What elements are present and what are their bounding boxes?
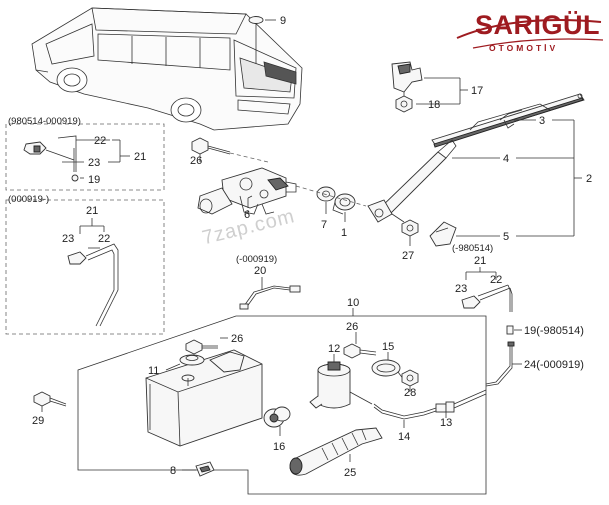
part-17-washer-nozzle <box>391 61 423 98</box>
brand-name: SARIGÜL <box>475 10 600 40</box>
part-1-bushing <box>332 193 356 215</box>
washer-reservoir-assembly-outline: 10 <box>77 297 487 495</box>
callout-27: 27 <box>402 250 414 262</box>
callout-3: 3 <box>539 115 545 127</box>
van-illustration <box>31 7 303 131</box>
part-8-clip <box>195 461 215 477</box>
callout-13: 13 <box>440 417 452 429</box>
inset1-callout-19: 19 <box>88 174 100 186</box>
part-9-grommet: 9 <box>248 15 286 64</box>
part-26-tank-bolt <box>185 337 228 355</box>
inset2-callout-23: 23 <box>62 233 74 245</box>
callout-29: 29 <box>32 415 44 427</box>
callout-26-pump: 26 <box>346 321 358 333</box>
part20-code: (-000919) <box>236 254 277 265</box>
inset1-callout-21: 21 <box>134 151 146 163</box>
part-4-wiper-arm <box>367 139 457 223</box>
callout-2: 2 <box>586 173 592 185</box>
callout-5: 5 <box>503 231 509 243</box>
callout-20: 20 <box>254 265 266 277</box>
callout-8: 8 <box>170 465 176 477</box>
callout-15: 15 <box>382 341 394 353</box>
right-callout-23: 23 <box>455 283 467 295</box>
callout-7: 7 <box>321 219 327 231</box>
callout-28: 28 <box>404 387 416 399</box>
right-callout-19: 19(-980514) <box>524 325 584 337</box>
part-18-nozzle-nut <box>395 95 413 113</box>
callout-16: 16 <box>273 441 285 453</box>
part-6-wiper-motor <box>197 167 297 215</box>
part-20-hose: (-000919) 20 <box>236 254 301 310</box>
part-27-nut <box>401 219 419 237</box>
inset2-code: (000919-) <box>8 194 49 205</box>
part-26-pump-bolt <box>343 343 377 359</box>
part-26-motor-bolt <box>191 137 231 155</box>
inset2-callout-21: 21 <box>86 205 98 217</box>
inset1-callout-23: 23 <box>88 157 100 169</box>
right-callout-22: 22 <box>490 274 502 286</box>
right-code: (-980514) <box>452 243 493 254</box>
part-11-filler-cap <box>179 354 205 366</box>
callout-9: 9 <box>280 15 286 27</box>
callout-25: 25 <box>344 467 356 479</box>
part-25-filler-neck <box>289 427 383 476</box>
inset1-callout-22: 22 <box>94 135 106 147</box>
part-8-reservoir-tank <box>145 349 263 447</box>
callout-17: 17 <box>471 85 483 97</box>
callout-12: 12 <box>328 343 340 355</box>
part-12-washer-pump <box>309 361 373 409</box>
inset-box-980514-000919: (980514-000919) 22 23 19 21 <box>5 116 165 191</box>
part-7-washer <box>316 186 336 202</box>
brand-swoosh <box>456 19 604 49</box>
part-29-bolt <box>33 391 67 407</box>
brand-logo: SARIGÜL OTOMOTİV <box>453 8 605 68</box>
right-tube-cluster: (-980514) 21 23 22 19(-980514) 24(-00091… <box>452 243 584 387</box>
callout-26-tank: 26 <box>231 333 243 345</box>
part-16-grommet <box>263 406 291 428</box>
inset-box-000919: (000919-) 21 23 22 <box>5 194 165 335</box>
callout-1: 1 <box>341 227 347 239</box>
callout-18: 18 <box>428 99 440 111</box>
part-3-wiper-blade <box>431 93 585 148</box>
inset1-code: (980514-000919) <box>8 116 81 127</box>
part-15-clamp <box>371 359 405 381</box>
right-callout-21: 21 <box>474 255 486 267</box>
callout-6: 6 <box>244 209 250 221</box>
callout-4: 4 <box>503 153 509 165</box>
right-callout-24: 24(-000919) <box>524 359 584 371</box>
callout-11: 11 <box>148 365 159 377</box>
brand-subtitle: OTOMOTİV <box>489 43 559 53</box>
part-14-hose <box>373 403 437 420</box>
callout-26-top: 26 <box>190 155 202 167</box>
part-13-connector <box>435 389 487 413</box>
inset2-callout-22: 22 <box>98 233 110 245</box>
callout-10: 10 <box>347 297 359 309</box>
part-28-nut <box>401 369 419 387</box>
callout-14: 14 <box>398 431 410 443</box>
part-5-arm-cap <box>429 221 457 247</box>
